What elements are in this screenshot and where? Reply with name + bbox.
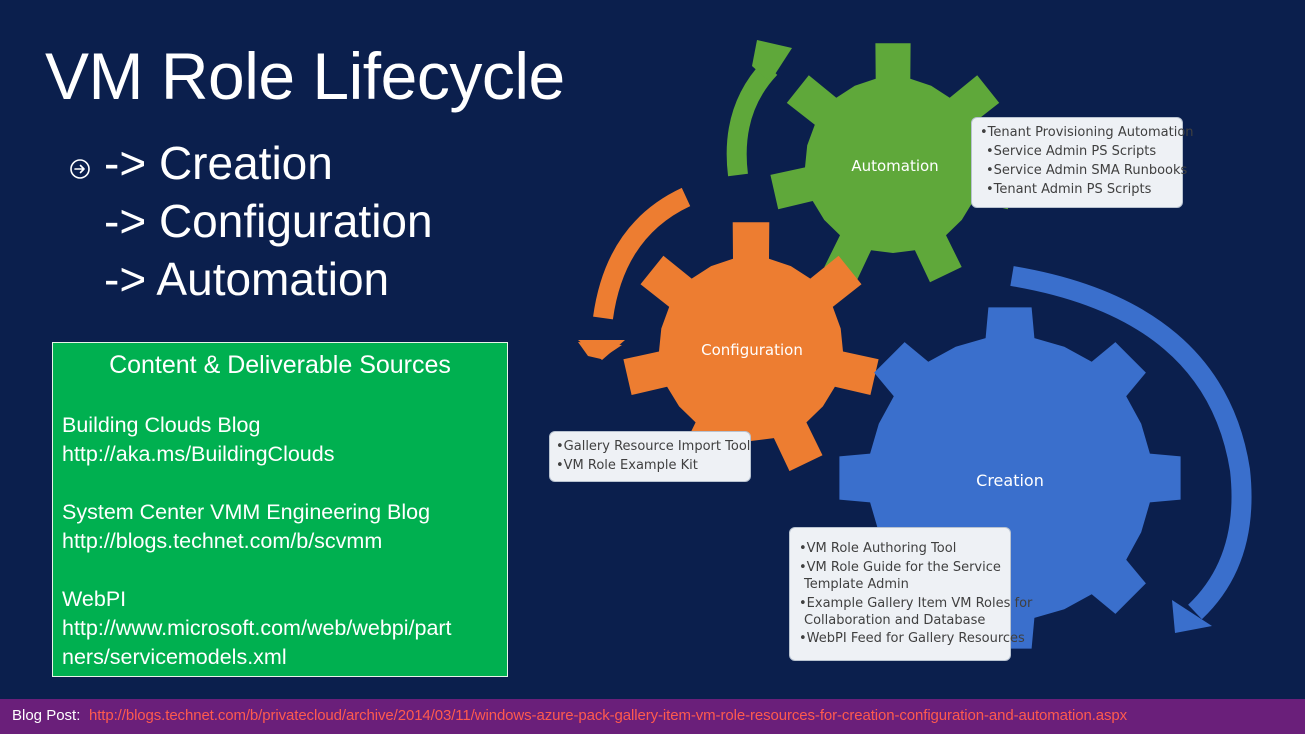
- automation-gear-shape: [770, 43, 1016, 283]
- page-title: VM Role Lifecycle: [45, 39, 565, 113]
- creation-callout-item: •VM Role Guide for the Service: [799, 560, 1001, 575]
- source-title-webpi: WebPI: [62, 587, 127, 611]
- automation-callout-item: •Tenant Admin PS Scripts: [986, 182, 1152, 197]
- orange-cycle-arrow: [578, 187, 691, 360]
- sources-heading: Content & Deliverable Sources: [109, 351, 451, 379]
- lifecycle-step-automation: -> Automation: [104, 253, 390, 305]
- creation-callout-item: •WebPI Feed for Gallery Resources: [799, 631, 1025, 646]
- configuration-gear-label: Configuration: [701, 341, 803, 359]
- blog-label: Blog Post:: [12, 707, 81, 724]
- green-cycle-arrow: [726, 40, 792, 177]
- lifecycle-step-creation: -> Creation: [104, 137, 333, 189]
- automation-callout: •Tenant Provisioning Automation •Service…: [971, 117, 1194, 208]
- automation-gear: Automation: [770, 43, 1016, 283]
- configuration-gear-shape: [623, 222, 879, 472]
- creation-callout-item: •Example Gallery Item VM Roles for: [799, 596, 1033, 611]
- automation-gear-label: Automation: [851, 157, 938, 175]
- creation-gear-label: Creation: [976, 471, 1044, 490]
- configuration-callout-item: •Gallery Resource Import Tool: [556, 439, 751, 454]
- automation-callout-item: •Tenant Provisioning Automation: [980, 125, 1194, 140]
- creation-callout: •VM Role Authoring Tool •VM Role Guide f…: [789, 527, 1032, 661]
- automation-callout-item: •Service Admin SMA Runbooks: [986, 163, 1188, 178]
- creation-callout-item: Collaboration and Database: [804, 613, 986, 628]
- source-title-vmm-blog: System Center VMM Engineering Blog: [62, 500, 431, 524]
- automation-callout-item: •Service Admin PS Scripts: [986, 144, 1157, 159]
- arrow-circle-bullet-icon: [70, 159, 90, 179]
- source-link-webpi[interactable]: http://www.microsoft.com/web/webpi/part: [62, 616, 452, 640]
- source-link-building-clouds[interactable]: http://aka.ms/BuildingClouds: [62, 442, 335, 466]
- creation-callout-item: •VM Role Authoring Tool: [799, 541, 957, 556]
- source-title-building-clouds: Building Clouds Blog: [62, 413, 261, 437]
- configuration-callout: •Gallery Resource Import Tool •VM Role E…: [549, 431, 751, 482]
- blog-bar: Blog Post: http://blogs.technet.com/b/pr…: [0, 699, 1305, 734]
- configuration-callout-item: •VM Role Example Kit: [556, 458, 698, 473]
- blue-cycle-arrow: [1010, 266, 1252, 633]
- blog-link[interactable]: http://blogs.technet.com/b/privatecloud/…: [89, 707, 1128, 724]
- creation-callout-item: Template Admin: [804, 577, 909, 592]
- sources-box: Content & Deliverable Sources Building C…: [52, 342, 508, 677]
- source-link-webpi-continued[interactable]: ners/servicemodels.xml: [62, 645, 287, 669]
- configuration-gear: Configuration: [623, 222, 879, 472]
- source-link-vmm-blog[interactable]: http://blogs.technet.com/b/scvmm: [62, 529, 383, 553]
- lifecycle-step-configuration: -> Configuration: [104, 195, 433, 247]
